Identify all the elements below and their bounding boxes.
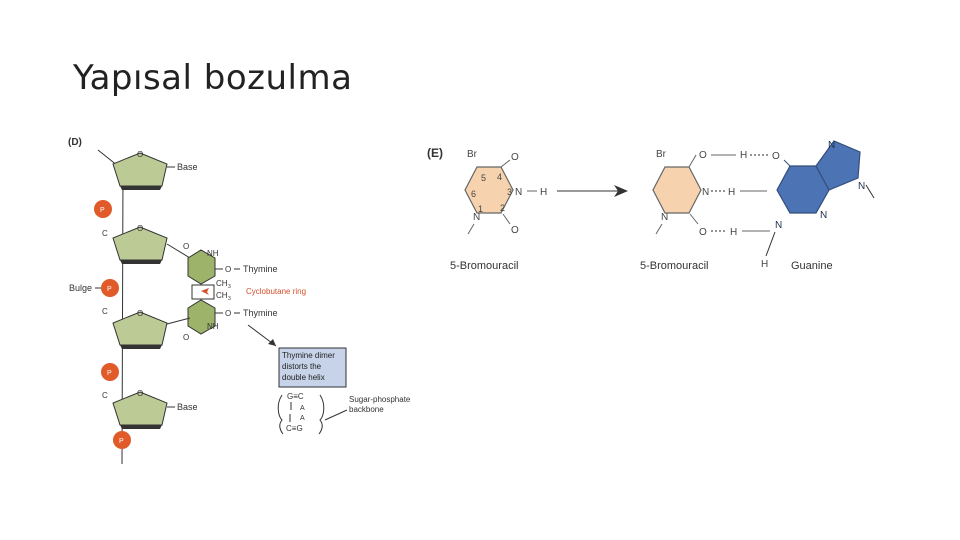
nh-label: NH xyxy=(207,322,219,331)
bulge-label: Bulge xyxy=(69,283,92,293)
thymine-label-top: Thymine xyxy=(243,264,278,274)
guanine-label: Guanine xyxy=(791,260,833,272)
base-pair-label: C≡G xyxy=(286,424,303,433)
phosphate-circle xyxy=(94,200,112,218)
oxygen-label: O xyxy=(183,242,189,251)
cyclobutane-label: Cyclobutane ring xyxy=(246,287,306,296)
svg-text:3: 3 xyxy=(228,296,231,302)
panel-e: (E) Br O 5 4 6 3 N H 1 2 N O 5-Bromourac… xyxy=(427,140,875,272)
panel-e-label: (E) xyxy=(427,146,443,160)
ring-position-label: 6 xyxy=(471,189,476,199)
carbon-label: C xyxy=(102,391,108,400)
bromine-label: Br xyxy=(656,149,667,160)
callout-arrow-icon xyxy=(268,339,276,346)
ring-oxygen-label: O xyxy=(137,224,143,233)
nitrogen-label: N xyxy=(820,210,827,221)
oxygen-label: O xyxy=(225,265,231,274)
svg-text:CH: CH xyxy=(216,291,228,300)
svg-text:3: 3 xyxy=(228,284,231,290)
ring-position-label: 2 xyxy=(500,203,505,213)
thymine-ring-top xyxy=(187,249,216,285)
glycosidic-bond xyxy=(166,317,191,325)
panel-d-label: (D) xyxy=(68,137,82,148)
phosphate-circle xyxy=(113,431,131,449)
nitrogen-label: N xyxy=(828,140,835,151)
callout-line: distorts the xyxy=(282,362,322,371)
bromine-label: Br xyxy=(467,149,478,160)
oxygen-label: O xyxy=(511,152,519,163)
carbon-label: C xyxy=(102,229,108,238)
reaction-arrow-icon xyxy=(614,185,628,197)
ring-position-label: 5 xyxy=(481,173,486,183)
hydrogen-label: H xyxy=(740,150,747,161)
slide-title: Yapısal bozulma xyxy=(73,58,353,98)
ring-position-label: 3 xyxy=(507,187,512,197)
ring-position-label: 4 xyxy=(497,172,502,182)
panel-d: (D) O Base P C O O NH O Thymine xyxy=(68,137,411,465)
bromouracil-label-left: 5-Bromouracil xyxy=(450,260,518,272)
sugar-ring: O xyxy=(112,150,168,190)
nitrogen-label: N xyxy=(858,181,865,192)
callout-box xyxy=(278,347,347,388)
backbone-pointer xyxy=(324,409,348,421)
svg-text:CH: CH xyxy=(216,279,228,288)
nitrogen-label: N xyxy=(473,212,480,223)
phosphate-label: P xyxy=(100,207,105,214)
phosphate-circle xyxy=(101,279,119,297)
oxygen-label: O xyxy=(699,227,707,238)
callout-line: double helix xyxy=(282,373,325,382)
ring-position-label: 1 xyxy=(478,204,483,214)
backbone-label: backbone xyxy=(349,405,384,414)
nitrogen-label: N xyxy=(661,212,668,223)
base-label-top: Base xyxy=(177,162,198,172)
adenine-label: A xyxy=(300,415,305,422)
nitrogen-label: N xyxy=(702,187,709,198)
nitrogen-label: N xyxy=(775,220,782,231)
sugar-ring: O xyxy=(112,224,168,264)
ring-oxygen-label: O xyxy=(137,389,143,398)
hydrogen-label: H xyxy=(761,259,768,270)
hydrogen-label: H xyxy=(540,187,547,198)
nitrogen-label: N xyxy=(515,187,522,198)
methyl-label-bottom: CH 3 xyxy=(216,291,231,302)
phosphate-label: P xyxy=(107,370,112,377)
glycosidic-bond xyxy=(166,243,191,259)
guanine-five-ring xyxy=(815,140,861,191)
hydrogen-label: H xyxy=(728,187,735,198)
nitrogen-label: N xyxy=(770,187,777,198)
oxygen-label: O xyxy=(225,309,231,318)
oxygen-label: O xyxy=(183,333,189,342)
backbone-label: Sugar-phosphate xyxy=(349,395,411,404)
bromouracil-label-right: 5-Bromouracil xyxy=(640,260,708,272)
hydrogen-label: H xyxy=(730,227,737,238)
helix-sketch: G≡C A A C≡G xyxy=(277,392,325,435)
ring-oxygen-label: O xyxy=(137,309,143,318)
oxygen-label: O xyxy=(511,225,519,236)
phosphate-label: P xyxy=(107,286,112,293)
oxygen-label: O xyxy=(772,151,780,162)
oxygen-label: O xyxy=(699,150,707,161)
bromouracil-ring-right xyxy=(652,166,702,214)
callout-line: Thymine dimer xyxy=(282,351,335,360)
thymine-label-bottom: Thymine xyxy=(243,308,278,318)
methyl-label-top: CH 3 xyxy=(216,279,231,290)
cyclobutane-arrow-icon xyxy=(201,288,209,295)
sugar-ring: O xyxy=(112,309,168,349)
carbon-label: C xyxy=(102,307,108,316)
sugar-ring: O xyxy=(112,389,168,429)
ring-oxygen-label: O xyxy=(137,150,143,159)
thymine-ring-bottom xyxy=(187,299,216,335)
nh-label: NH xyxy=(207,249,219,258)
base-label-bottom: Base xyxy=(177,402,198,412)
base-pair-label: G≡C xyxy=(287,392,304,401)
phosphate-label: P xyxy=(119,438,124,445)
phosphate-circle xyxy=(101,363,119,381)
adenine-label: A xyxy=(300,405,305,412)
